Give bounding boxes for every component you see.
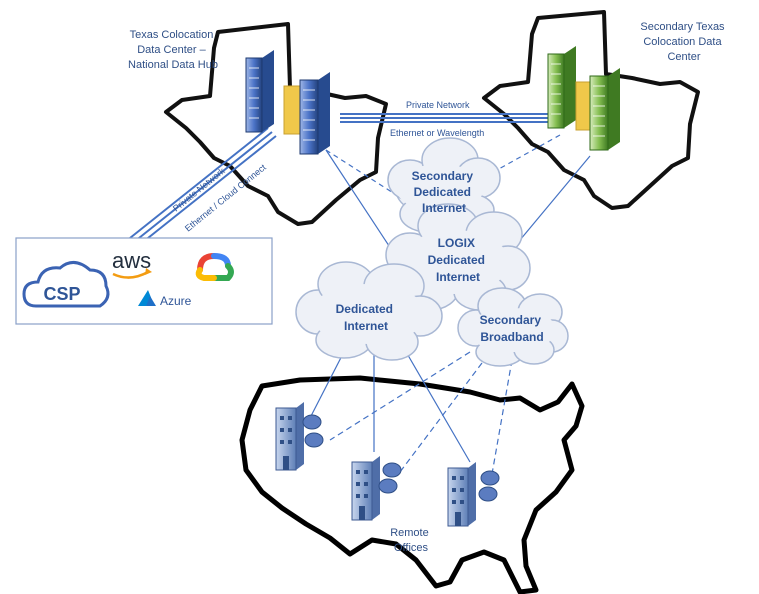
cloud-label-dedicated: Dedicated Internet (336, 302, 397, 333)
dc-link-top-label: Private Network (406, 100, 470, 110)
cloud-label-secondary-dedicated: Secondary Dedicated Internet (412, 169, 477, 215)
cloud-dedicated-internet (295, 261, 443, 361)
azure-icon (138, 290, 156, 306)
office-building-icon-3 (447, 462, 500, 527)
office-building-icon-2 (351, 456, 402, 521)
primary-dc-label: Texas Colocation Data Center – National … (128, 29, 218, 71)
cloud-providers-box: CSP aws Azure (15, 237, 273, 325)
internet-to-office-lines (309, 337, 513, 475)
secondary-dc-label: Secondary Texas Colocation Data Center (640, 21, 727, 63)
aws-arrow-icon (145, 268, 152, 275)
google-cloud-icon (195, 253, 234, 281)
azure-label: Azure (160, 294, 192, 308)
cloud-label-logix: LOGIX Dedicated Internet (428, 236, 489, 284)
aws-logo-text: aws (112, 248, 151, 273)
cloud-label-secondary-broadband: Secondary Broadband (480, 313, 545, 344)
texas-map-primary (164, 22, 388, 226)
primary-server-rack-icon (245, 50, 330, 155)
dc-private-network-link (340, 113, 548, 123)
usa-map (239, 375, 585, 594)
aws-smile-icon (112, 270, 149, 279)
office-building-icon-1 (275, 402, 324, 471)
secondary-server-rack-icon (547, 46, 620, 151)
csp-cloud-icon (22, 261, 110, 308)
dc-link-bottom-label: Ethernet or Wavelength (390, 128, 484, 138)
remote-offices-label: Remote Offices (390, 527, 432, 554)
cloud-secondary-broadband (457, 287, 569, 367)
csp-label: CSP (43, 284, 80, 304)
cloud-connect-link (129, 127, 277, 247)
texas-map-secondary (482, 10, 700, 210)
